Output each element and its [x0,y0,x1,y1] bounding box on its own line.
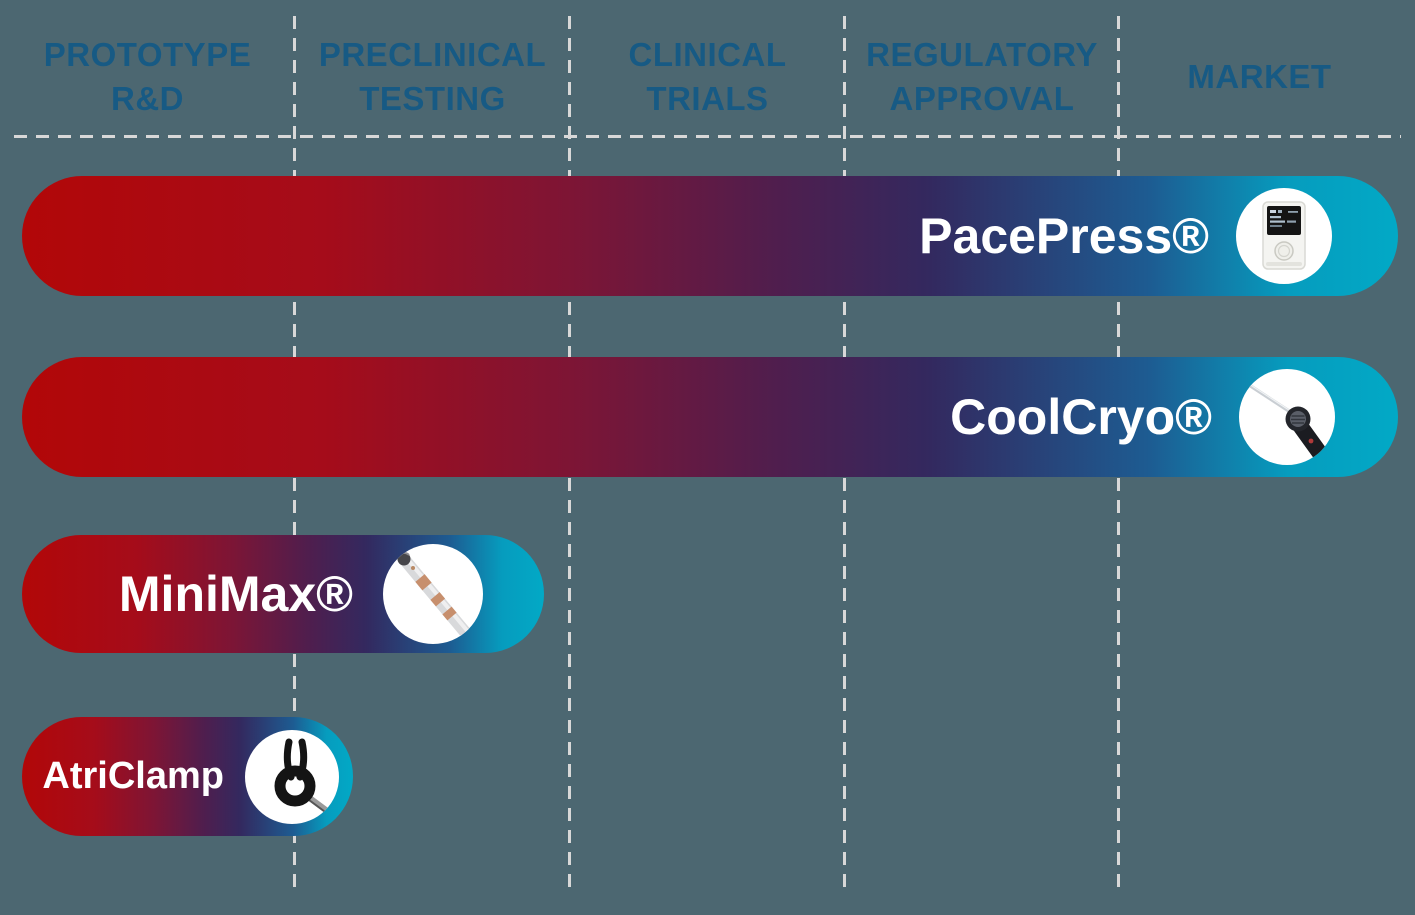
stage-header-line: CLINICAL [628,35,787,73]
stage-header-line: APPROVAL [889,80,1075,117]
stage-header-line: MARKET [1187,57,1332,95]
stage-header-line: TRIALS [646,80,769,117]
stage-header-clinical-trials: CLINICAL TRIALS [570,26,845,128]
bar-minimax: MiniMax® [22,535,544,653]
stage-header-preclinical-testing: PRECLINICAL TESTING [295,26,570,128]
atriclamp-device-icon [245,729,339,824]
header-underline [14,135,1401,138]
stage-header-line: TESTING [359,80,506,117]
bar-label-minimax: MiniMax® [118,566,353,622]
coolcryo-probe-icon [1239,369,1335,465]
stage-header-line: REGULATORY [866,35,1098,73]
stage-header-regulatory-approval: REGULATORY APPROVAL [845,26,1119,128]
stage-header-line: R&D [111,80,184,117]
bar-label-coolcryo: CoolCryo® [950,389,1212,445]
bar-label-atriclamp: AtriClamp [42,755,224,797]
bar-coolcryo: CoolCryo® [22,357,1398,477]
stage-header-line: PRECLINICAL [318,35,547,73]
stage-header-line: PROTOTYPE [43,35,252,73]
bar-atriclamp: AtriClamp [22,717,353,836]
stage-header-prototype-rnd: PROTOTYPE R&D [0,26,295,128]
pacepress-device-icon [1236,188,1332,284]
minimax-catheter-icon [383,544,483,644]
stage-header-market: MARKET [1119,26,1400,128]
bar-label-pacepress: PacePress® [919,208,1209,264]
bar-pacepress: PacePress® [22,176,1398,296]
